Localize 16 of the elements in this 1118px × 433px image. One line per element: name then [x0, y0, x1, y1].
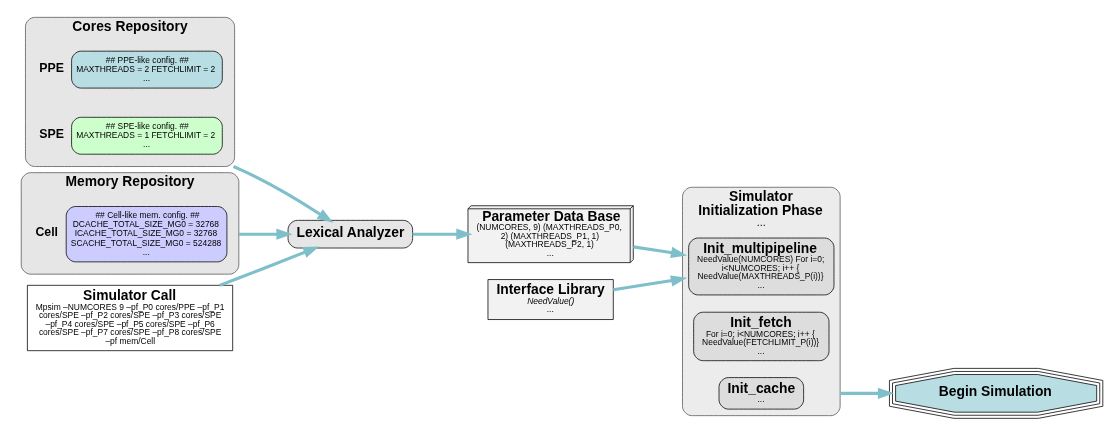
node-box: Lexical Analyzer	[287, 219, 413, 249]
node-box: Init_multipipeline NeedValue(NUMCORES) For i=0; i<NUMCORES; i++ { NeedValue(MAXTHREADS_P(i))} ...	[688, 237, 835, 296]
node-box: Init_cache ...	[718, 377, 804, 410]
node-box: Interface Library NeedValue() ...	[487, 279, 614, 320]
node-box: Simulator Call Mpsim –NUMCORES 9 –pf_P0 cores/PPE –pf_P1 cores/SPE –pf_P2 cores/SPE –pf_P3 cores/SPE –pf_P4 cores/SPE –pf_P5 cores/SPE –pf_P6 cores/SPE –pf_P7 cores/SPE –pf_P8 cores/SPE –pf mem/Cell	[27, 284, 234, 352]
arrow	[232, 165, 334, 223]
node-label: PPE	[39, 60, 64, 75]
node-label: SPE	[39, 126, 64, 141]
arrow	[412, 228, 473, 240]
node-label: Cell	[35, 225, 59, 240]
arrow	[633, 245, 688, 258]
arrow	[840, 387, 895, 400]
arrow	[219, 246, 320, 287]
arrow	[613, 275, 688, 292]
arrow	[238, 228, 293, 240]
node-box: Init_fetch For i=0; i<NUMCORES; i++ { NeedValue(FETCHLIMIT_P(i))} ...	[693, 311, 830, 362]
